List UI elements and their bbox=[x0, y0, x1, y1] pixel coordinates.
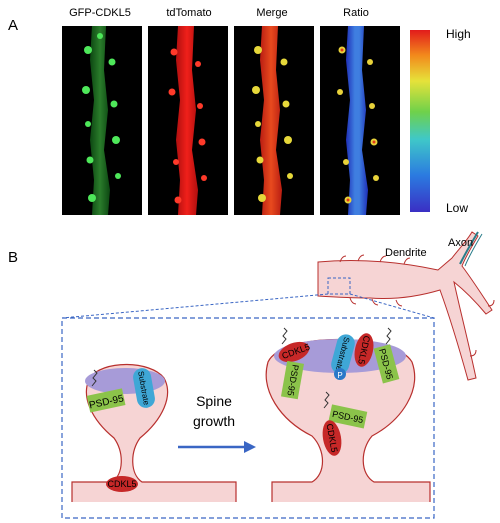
panel-a-letter: A bbox=[8, 17, 18, 34]
ratio-color-scale: High Low bbox=[410, 27, 471, 215]
scale-high-label: High bbox=[446, 27, 471, 41]
spine-growth-label-line2: growth bbox=[193, 413, 235, 429]
phosphate-label: P bbox=[337, 371, 342, 380]
micrograph-ratio bbox=[320, 26, 400, 215]
spine-growth-arrow: Spine growth bbox=[178, 393, 256, 453]
right-cdkl5-c-label: CDKL5 bbox=[325, 423, 340, 453]
panel-b-letter: B bbox=[8, 249, 18, 266]
zoom-connector-left bbox=[61, 293, 329, 319]
spine-after: CDKL5 PSD-95 Substrate P CDKL5 PSD-95 PS… bbox=[265, 327, 431, 502]
title-ratio: Ratio bbox=[343, 7, 369, 19]
spine-before: PSD-95 Substrate CDKL5 bbox=[71, 363, 237, 502]
title-merge: Merge bbox=[256, 7, 287, 19]
left-cdkl5-label: CDKL5 bbox=[107, 479, 136, 489]
axon-label: Axon bbox=[448, 237, 473, 249]
micrograph-gfp bbox=[62, 26, 142, 215]
dendrite-label: Dendrite bbox=[385, 247, 427, 259]
spine-growth-label-line1: Spine bbox=[196, 393, 232, 409]
micrograph-tdtomato bbox=[148, 26, 228, 215]
micrograph-merge bbox=[234, 26, 314, 215]
inset-frame bbox=[61, 317, 435, 519]
zoom-connector-right bbox=[349, 293, 435, 319]
neuron-schematic: Dendrite Axon bbox=[317, 231, 495, 381]
title-tdtomato: tdTomato bbox=[166, 7, 211, 19]
scale-low-label: Low bbox=[446, 201, 468, 215]
zoom-box-small bbox=[327, 277, 351, 295]
title-gfp-cdkl5: GFP-CDKL5 bbox=[69, 7, 131, 19]
